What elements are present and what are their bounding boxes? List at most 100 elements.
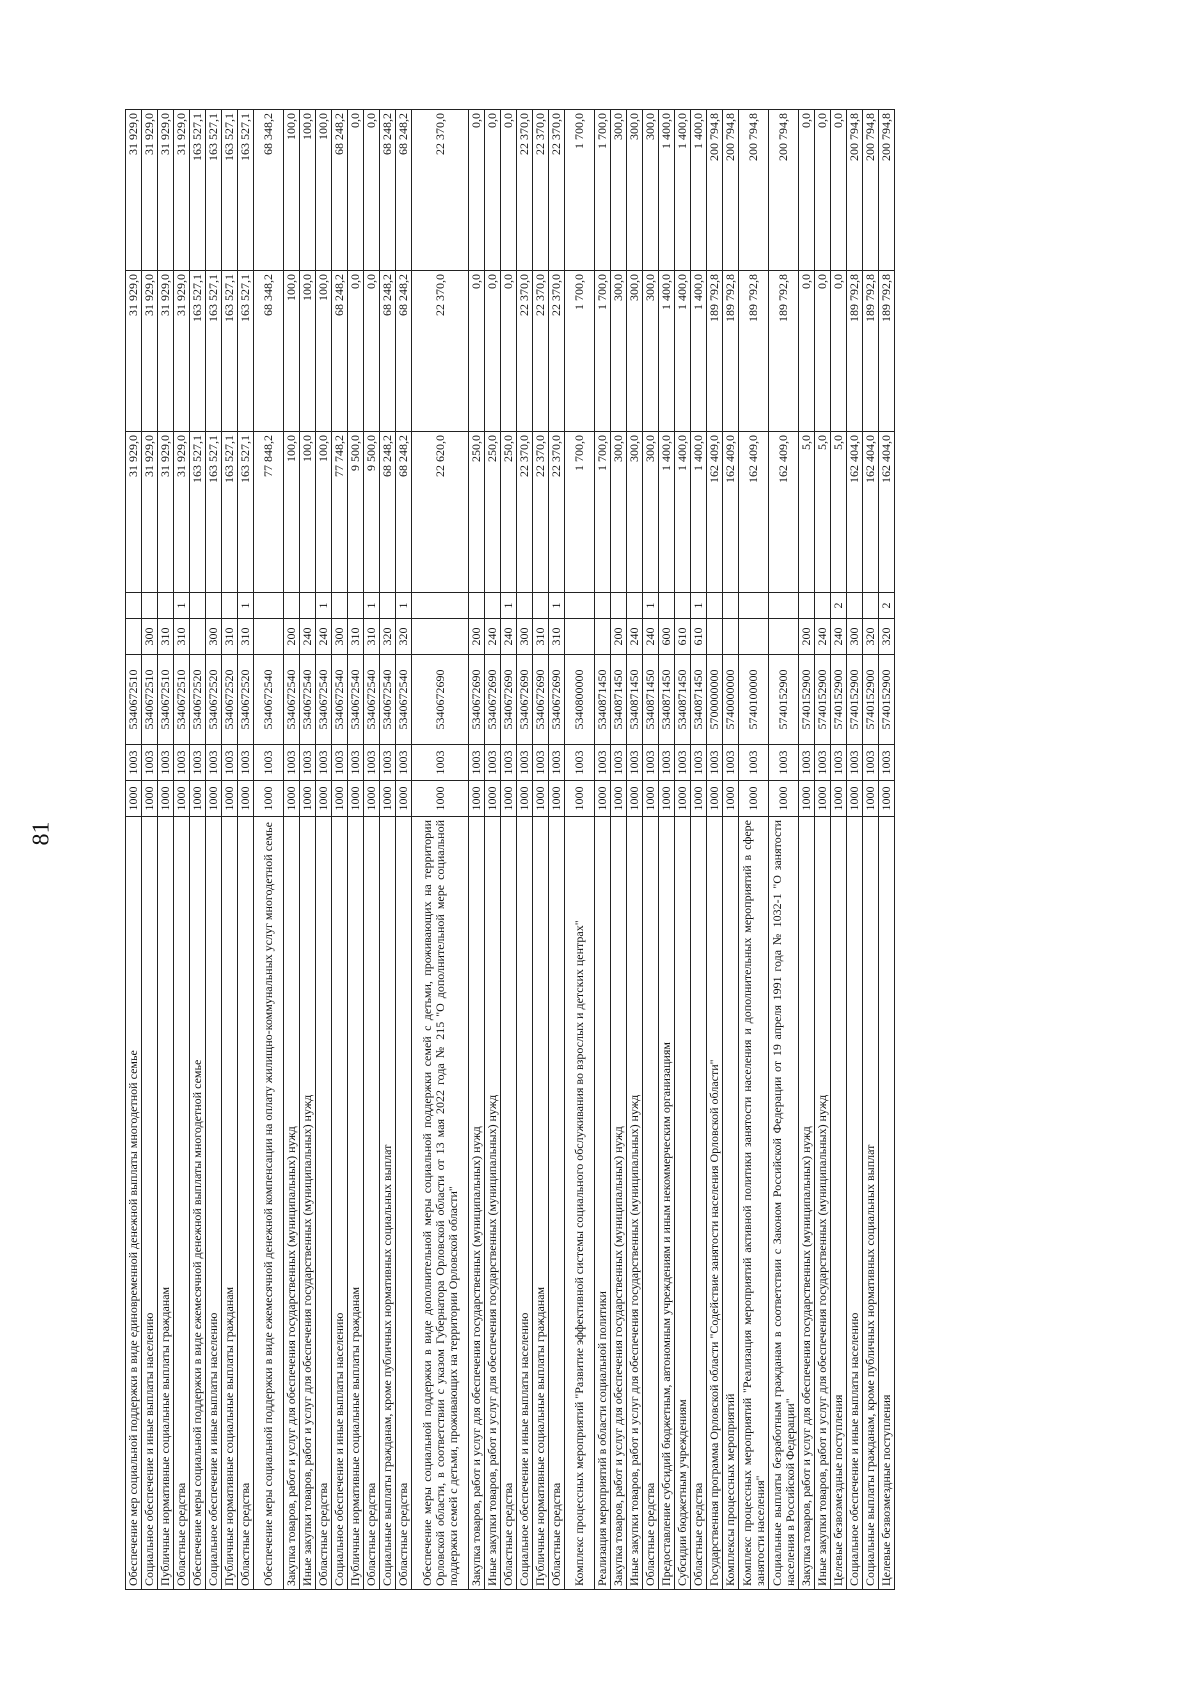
row-subsection-code: 1003 <box>564 744 595 781</box>
row-amount-year3: 300,0 <box>626 109 643 271</box>
row-subsection-code: 1003 <box>610 744 627 781</box>
row-target-article: 5340672510 <box>173 654 190 745</box>
row-amount-year3: 31 929,0 <box>125 109 142 271</box>
row-name: Закупка товаров, работ и услуг для обесп… <box>798 816 815 1590</box>
row-funding-flag: 1 <box>500 592 517 619</box>
row-name: Областные средства <box>642 816 659 1590</box>
row-name: Комплексы процессных мероприятий <box>722 816 739 1590</box>
row-target-article: 5340871450 <box>690 654 707 745</box>
row-amount-year2: 189 792,8 <box>768 270 799 432</box>
row-name: Социальное обеспечение и иные выплаты на… <box>205 816 222 1590</box>
table-row: Публичные нормативные социальные выплаты… <box>157 109 174 1590</box>
row-section-code: 1000 <box>157 780 174 817</box>
row-expense-type: 200 <box>468 618 485 655</box>
row-target-article: 5740152900 <box>814 654 831 745</box>
row-amount-year3: 68 248,2 <box>379 109 396 271</box>
row-name: Закупка товаров, работ и услуг для обесп… <box>283 816 300 1590</box>
row-subsection-code: 1003 <box>768 744 799 781</box>
table-row: Областные средства 1000 1003 5340871450 … <box>690 109 707 1590</box>
row-target-article: 5340672690 <box>468 654 485 745</box>
row-amount-year2: 189 792,8 <box>722 270 739 432</box>
row-amount-year1: 22 370,0 <box>532 431 549 593</box>
row-expense-type <box>253 618 284 655</box>
table-row: Реализация мероприятий в области социаль… <box>594 109 611 1590</box>
row-expense-type <box>125 618 142 655</box>
table-row: Областные средства 1000 1003 5340672520 … <box>237 109 254 1590</box>
row-name: Публичные нормативные социальные выплаты… <box>157 816 174 1590</box>
row-amount-year3: 31 929,0 <box>141 109 158 271</box>
budget-table: Обеспечение мер социальной поддержки в в… <box>125 109 895 1590</box>
row-target-article: 5340672510 <box>141 654 158 745</box>
row-amount-year2: 1 400,0 <box>674 270 691 432</box>
row-amount-year1: 22 620,0 <box>411 431 469 593</box>
row-amount-year2: 22 370,0 <box>532 270 549 432</box>
table-row: Обеспечение меры социальной поддержки в … <box>411 109 469 1590</box>
row-funding-flag <box>798 592 815 619</box>
row-amount-year1: 100,0 <box>283 431 300 593</box>
row-name: Публичные нормативные социальные выплаты… <box>347 816 364 1590</box>
row-target-article: 5340672520 <box>189 654 206 745</box>
row-amount-year2: 163 527,1 <box>221 270 238 432</box>
table-row: Закупка товаров, работ и услуг для обесп… <box>283 109 300 1590</box>
row-funding-flag <box>141 592 158 619</box>
row-name: Областные средства <box>363 816 380 1590</box>
table-row: Областные средства 1000 1003 5340672690 … <box>548 109 565 1590</box>
row-amount-year2: 1 700,0 <box>594 270 611 432</box>
row-amount-year2: 300,0 <box>610 270 627 432</box>
row-subsection-code: 1003 <box>125 744 142 781</box>
row-subsection-code: 1003 <box>658 744 675 781</box>
row-amount-year1: 77 848,2 <box>253 431 284 593</box>
row-name: Обеспечение меры социальной поддержки в … <box>189 816 206 1590</box>
row-section-code: 1000 <box>738 780 769 817</box>
row-section-code: 1000 <box>363 780 380 817</box>
row-target-article: 5740152900 <box>830 654 847 745</box>
row-amount-year3: 68 248,2 <box>395 109 412 271</box>
row-amount-year3: 0,0 <box>347 109 364 271</box>
row-amount-year2: 189 792,8 <box>862 270 879 432</box>
row-funding-flag <box>484 592 501 619</box>
row-amount-year1: 162 404,0 <box>862 431 879 593</box>
row-amount-year3: 163 527,1 <box>189 109 206 271</box>
row-expense-type: 200 <box>798 618 815 655</box>
row-expense-type <box>411 618 469 655</box>
row-funding-flag: 1 <box>363 592 380 619</box>
row-funding-flag <box>768 592 799 619</box>
row-amount-year1: 31 929,0 <box>125 431 142 593</box>
row-amount-year3: 200 794,8 <box>862 109 879 271</box>
row-amount-year1: 1 700,0 <box>564 431 595 593</box>
row-target-article: 5340672540 <box>395 654 412 745</box>
row-amount-year3: 300,0 <box>610 109 627 271</box>
row-target-article: 5740152900 <box>846 654 863 745</box>
row-target-article: 5340871450 <box>626 654 643 745</box>
row-expense-type: 310 <box>363 618 380 655</box>
row-amount-year1: 162 404,0 <box>846 431 863 593</box>
row-name: Обеспечение меры социальной поддержки в … <box>253 816 284 1590</box>
row-expense-type: 610 <box>674 618 691 655</box>
row-amount-year1: 163 527,1 <box>221 431 238 593</box>
row-target-article: 5740152900 <box>768 654 799 745</box>
row-amount-year1: 162 409,0 <box>738 431 769 593</box>
row-section-code: 1000 <box>610 780 627 817</box>
row-amount-year3: 31 929,0 <box>157 109 174 271</box>
row-amount-year2: 68 248,2 <box>379 270 396 432</box>
row-subsection-code: 1003 <box>299 744 316 781</box>
row-funding-flag <box>189 592 206 619</box>
row-section-code: 1000 <box>173 780 190 817</box>
table-row: Областные средства 1000 1003 5340672540 … <box>363 109 380 1590</box>
row-expense-type <box>768 618 799 655</box>
row-amount-year2: 0,0 <box>468 270 485 432</box>
row-name: Областные средства <box>315 816 332 1590</box>
row-subsection-code: 1003 <box>830 744 847 781</box>
row-amount-year2: 163 527,1 <box>237 270 254 432</box>
row-funding-flag <box>594 592 611 619</box>
row-amount-year1: 163 527,1 <box>205 431 222 593</box>
row-subsection-code: 1003 <box>500 744 517 781</box>
row-expense-type <box>706 618 723 655</box>
row-section-code: 1000 <box>642 780 659 817</box>
row-expense-type: 320 <box>878 618 895 655</box>
row-funding-flag <box>283 592 300 619</box>
row-subsection-code: 1003 <box>626 744 643 781</box>
row-expense-type: 300 <box>141 618 158 655</box>
row-amount-year1: 162 404,0 <box>878 431 895 593</box>
row-amount-year2: 100,0 <box>283 270 300 432</box>
